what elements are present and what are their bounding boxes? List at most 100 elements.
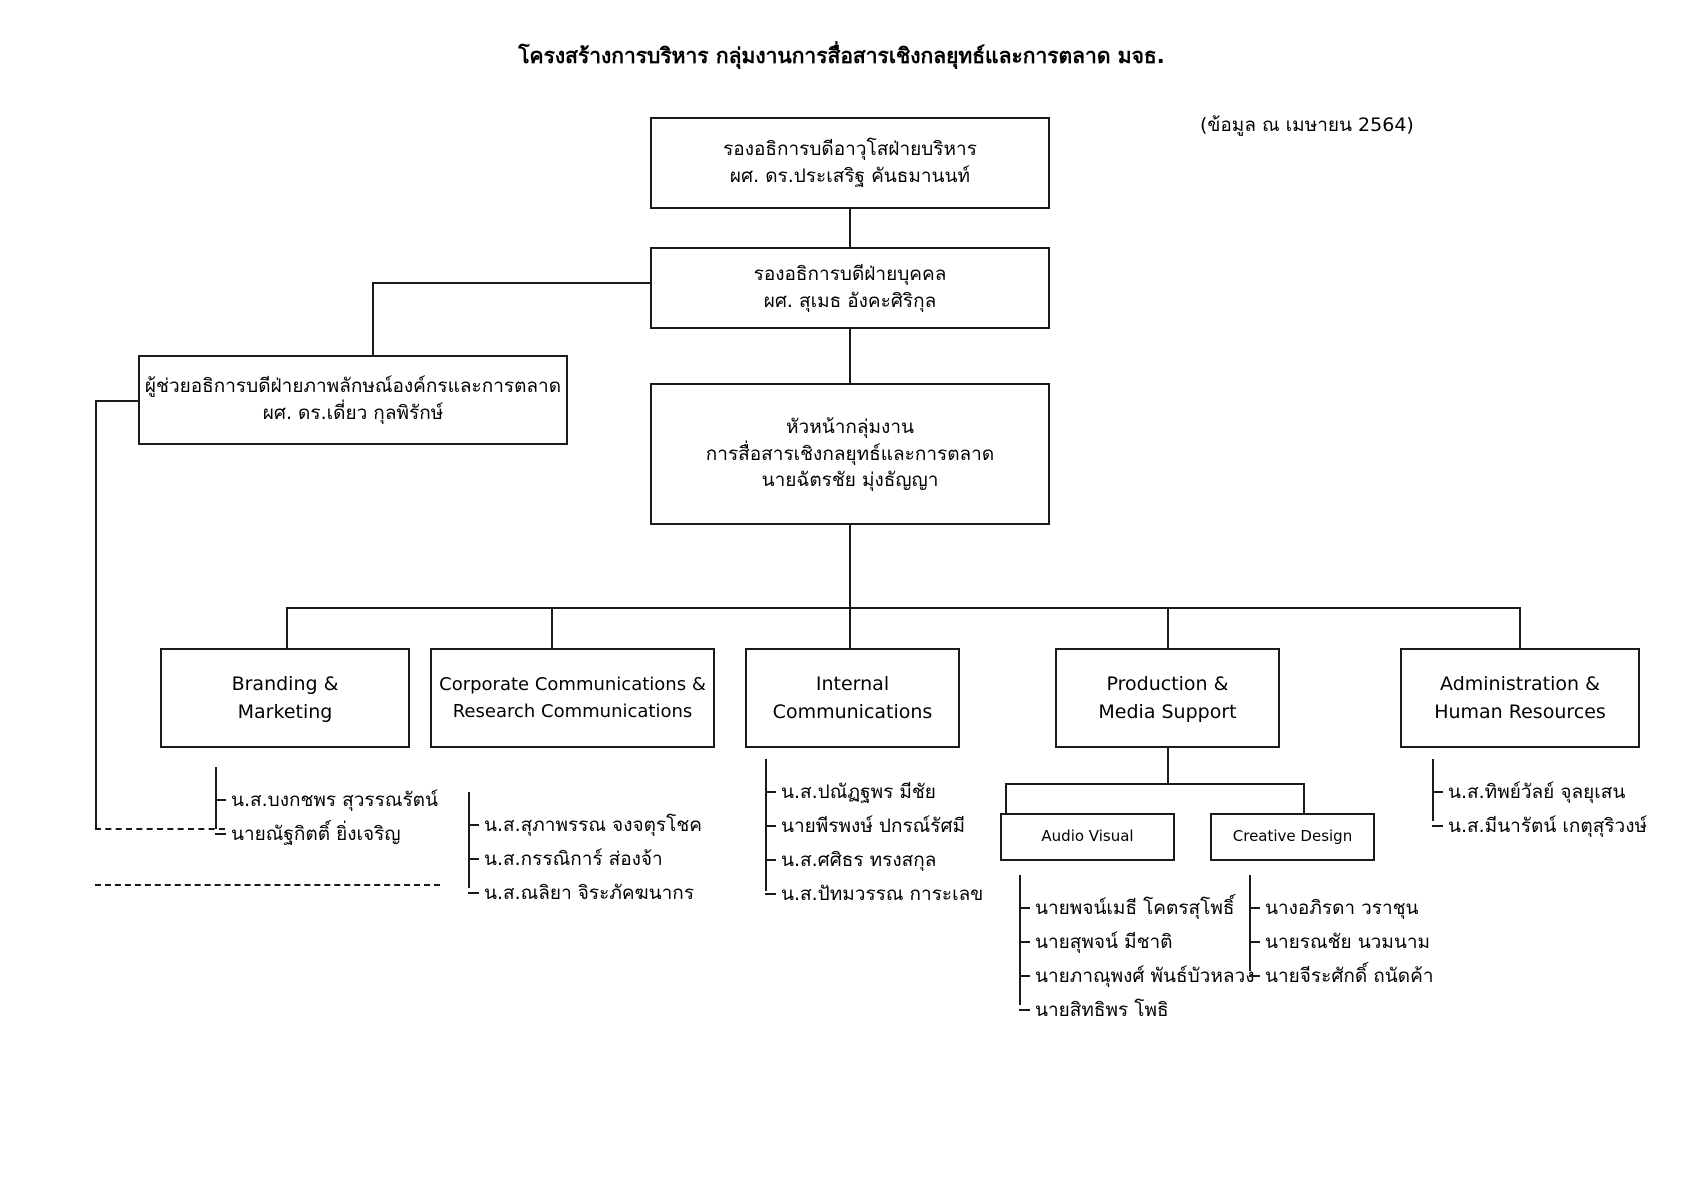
bullet-tick-icon bbox=[765, 791, 776, 793]
department-administration-line1: Administration & bbox=[1440, 672, 1600, 695]
bullet-tick-icon bbox=[765, 859, 776, 861]
staff-name: น.ส.ปัทมวรรณ การะเลข bbox=[781, 882, 984, 905]
department-administration-human-resources[interactable]: Administration & Human Resources bbox=[1400, 648, 1640, 748]
staff-spine-creative-design bbox=[1249, 875, 1251, 971]
staff-list-corporate-communications: น.ส.สุภาพรรณ จงจตุรโชค น.ส.กรรณิการ์ ส่อ… bbox=[468, 792, 702, 910]
department-corporate-communications[interactable]: Corporate Communications & Research Comm… bbox=[430, 648, 715, 748]
bullet-tick-icon bbox=[215, 833, 226, 835]
bullet-tick-icon bbox=[1019, 975, 1030, 977]
subunit-audio-visual-label: Audio Visual bbox=[1041, 827, 1134, 846]
staff-name: น.ส.มีนารัตน์ เกตุสุริวงษ์ bbox=[1448, 814, 1648, 837]
staff-spine-branding bbox=[215, 767, 217, 829]
list-item: น.ส.สุภาพรรณ จงจตุรโชค bbox=[468, 808, 702, 842]
department-branding-line2: Marketing bbox=[237, 701, 333, 723]
bullet-tick-icon bbox=[1249, 941, 1260, 943]
bullet-tick-icon bbox=[1249, 975, 1260, 977]
staff-name: น.ส.กรรณิการ์ ส่องจ้า bbox=[484, 847, 663, 870]
list-item: น.ส.ณลิยา จิระภัคฆนากร bbox=[468, 876, 702, 910]
connector-vp-to-assistantvp-vertical bbox=[372, 282, 374, 402]
node-assistant-vp-name: ผศ. ดร.เดี่ยว กุลพิรักษ์ bbox=[262, 402, 444, 424]
subunit-creative-design[interactable]: Creative Design bbox=[1210, 813, 1375, 861]
connector-department-bus bbox=[286, 607, 1520, 609]
connector-production-subunit-bus bbox=[1005, 783, 1305, 785]
bullet-tick-icon bbox=[468, 858, 479, 860]
staff-spine-administration bbox=[1432, 759, 1434, 821]
staff-name: น.ส.ศศิธร ทรงสกุล bbox=[781, 848, 937, 871]
department-internal-line2: Communications bbox=[772, 701, 933, 723]
bullet-tick-icon bbox=[765, 825, 776, 827]
connector-assistantvp-left-drop bbox=[95, 400, 97, 830]
staff-name: นายพีรพงษ์ ปกรณ์รัศมี bbox=[781, 814, 966, 837]
department-corporate-line1: Corporate Communications & bbox=[439, 674, 706, 695]
department-production-line1: Production & bbox=[1106, 672, 1229, 695]
connector-bus-to-production bbox=[1167, 607, 1169, 648]
node-group-head[interactable]: หัวหน้ากลุ่มงาน การสื่อสารเชิงกลยุทธ์และ… bbox=[650, 383, 1050, 525]
connector-bus-to-administration bbox=[1519, 607, 1521, 648]
staff-name: น.ส.ณลิยา จิระภัคฆนากร bbox=[484, 881, 695, 904]
list-item: นายจีระศักดิ์ ถนัดค้า bbox=[1249, 959, 1434, 993]
staff-name: น.ส.สุภาพรรณ จงจตุรโชค bbox=[484, 813, 702, 836]
node-vp-personnel-name: ผศ. สุเมธ อังคะศิริกุล bbox=[763, 290, 937, 312]
bullet-tick-icon bbox=[1019, 907, 1030, 909]
staff-list-administration-human-resources: น.ส.ทิพย์วัลย์ จุลยุเสน น.ส.มีนารัตน์ เก… bbox=[1432, 759, 1647, 843]
staff-spine-internal bbox=[765, 759, 767, 891]
list-item: น.ส.มีนารัตน์ เกตุสุริวงษ์ bbox=[1432, 809, 1647, 843]
staff-list-creative-design: นางอภิรดา วราชุน นายรณชัย นวมนาม นายจีระ… bbox=[1249, 875, 1434, 993]
department-administration-line2: Human Resources bbox=[1434, 701, 1606, 723]
connector-vp-to-grouphead bbox=[849, 329, 851, 385]
staff-list-audio-visual: นายพจน์เมธี โคตรสุโพธิ์ นายสุพจน์ มีชาติ… bbox=[1019, 875, 1254, 1027]
connector-seniorvp-to-vp bbox=[849, 209, 851, 249]
node-vp-personnel-title: รองอธิการบดีฝ่ายบุคคล bbox=[753, 263, 947, 286]
list-item: นายณัฐกิตติ์ ยิ่งเจริญ bbox=[215, 817, 438, 851]
connector-vp-to-assistantvp-horizontal bbox=[372, 282, 652, 284]
page-title: โครงสร้างการบริหาร กลุ่มงานการสื่อสารเชิ… bbox=[518, 44, 1165, 68]
connector-bus-to-corporate bbox=[551, 607, 553, 648]
connector-bus-to-creative-design bbox=[1303, 783, 1305, 813]
staff-name: นายจีระศักดิ์ ถนัดค้า bbox=[1265, 964, 1434, 987]
subunit-audio-visual[interactable]: Audio Visual bbox=[1000, 813, 1175, 861]
connector-bus-to-audio-visual bbox=[1005, 783, 1007, 813]
department-corporate-line2: Research Communications bbox=[452, 701, 693, 722]
connector-production-down bbox=[1167, 748, 1169, 785]
staff-name: นายภาณุพงศ์ พันธ์บัวหลวง bbox=[1035, 964, 1255, 987]
list-item: นายรณชัย นวมนาม bbox=[1249, 925, 1434, 959]
subunit-creative-design-label: Creative Design bbox=[1232, 827, 1353, 846]
dashed-link-to-corporate-staff bbox=[95, 884, 440, 886]
node-group-head-unit: การสื่อสารเชิงกลยุทธ์และการตลาด bbox=[705, 442, 995, 465]
staff-spine-corporate bbox=[468, 792, 470, 888]
staff-name: นายพจน์เมธี โคตรสุโพธิ์ bbox=[1035, 896, 1235, 919]
department-branding-marketing[interactable]: Branding & Marketing bbox=[160, 648, 410, 748]
staff-name: นายรณชัย นวมนาม bbox=[1265, 930, 1431, 953]
staff-name: นางอภิรดา วราชุน bbox=[1265, 896, 1419, 919]
bullet-tick-icon bbox=[1432, 825, 1443, 827]
list-item: นายภาณุพงศ์ พันธ์บัวหลวง bbox=[1019, 959, 1254, 993]
connector-assistantvp-left-stub bbox=[95, 400, 140, 402]
staff-spine-audio-visual bbox=[1019, 875, 1021, 1005]
department-internal-line1: Internal bbox=[815, 672, 890, 695]
staff-name: น.ส.บงกชพร สุวรรณรัตน์ bbox=[231, 788, 439, 811]
department-production-media-support[interactable]: Production & Media Support bbox=[1055, 648, 1280, 748]
department-branding-line1: Branding & bbox=[231, 672, 339, 695]
bullet-tick-icon bbox=[468, 824, 479, 826]
department-production-line2: Media Support bbox=[1098, 701, 1237, 723]
node-vice-president-personnel[interactable]: รองอธิการบดีฝ่ายบุคคล ผศ. สุเมธ อังคะศิร… bbox=[650, 247, 1050, 329]
department-internal-communications[interactable]: Internal Communications bbox=[745, 648, 960, 748]
bullet-tick-icon bbox=[1019, 941, 1030, 943]
node-senior-vp-name: ผศ. ดร.ประเสริฐ คันธมานนท์ bbox=[729, 165, 971, 187]
list-item: น.ส.ศศิธร ทรงสกุล bbox=[765, 843, 983, 877]
bullet-tick-icon bbox=[765, 893, 776, 895]
staff-name: น.ส.ทิพย์วัลย์ จุลยุเสน bbox=[1448, 780, 1626, 803]
list-item: น.ส.ปณัฏฐพร มีชัย bbox=[765, 775, 983, 809]
node-assistant-vice-president[interactable]: ผู้ช่วยอธิการบดีฝ่ายภาพลักษณ์องค์กรและกา… bbox=[138, 355, 568, 445]
list-item: น.ส.กรรณิการ์ ส่องจ้า bbox=[468, 842, 702, 876]
node-senior-vp-title: รองอธิการบดีอาวุโสฝ่ายบริหาร bbox=[723, 138, 977, 161]
node-group-head-title: หัวหน้ากลุ่มงาน bbox=[786, 415, 914, 438]
staff-name: นายสิทธิพร โพธิ bbox=[1035, 998, 1169, 1021]
connector-bus-to-internal bbox=[849, 607, 851, 648]
node-senior-vice-president[interactable]: รองอธิการบดีอาวุโสฝ่ายบริหาร ผศ. ดร.ประเ… bbox=[650, 117, 1050, 209]
list-item: น.ส.ปัทมวรรณ การะเลข bbox=[765, 877, 983, 911]
bullet-tick-icon bbox=[1019, 1009, 1030, 1011]
data-as-of-note: (ข้อมูล ณ เมษายน 2564) bbox=[1200, 114, 1414, 136]
list-item: นายพีรพงษ์ ปกรณ์รัศมี bbox=[765, 809, 983, 843]
